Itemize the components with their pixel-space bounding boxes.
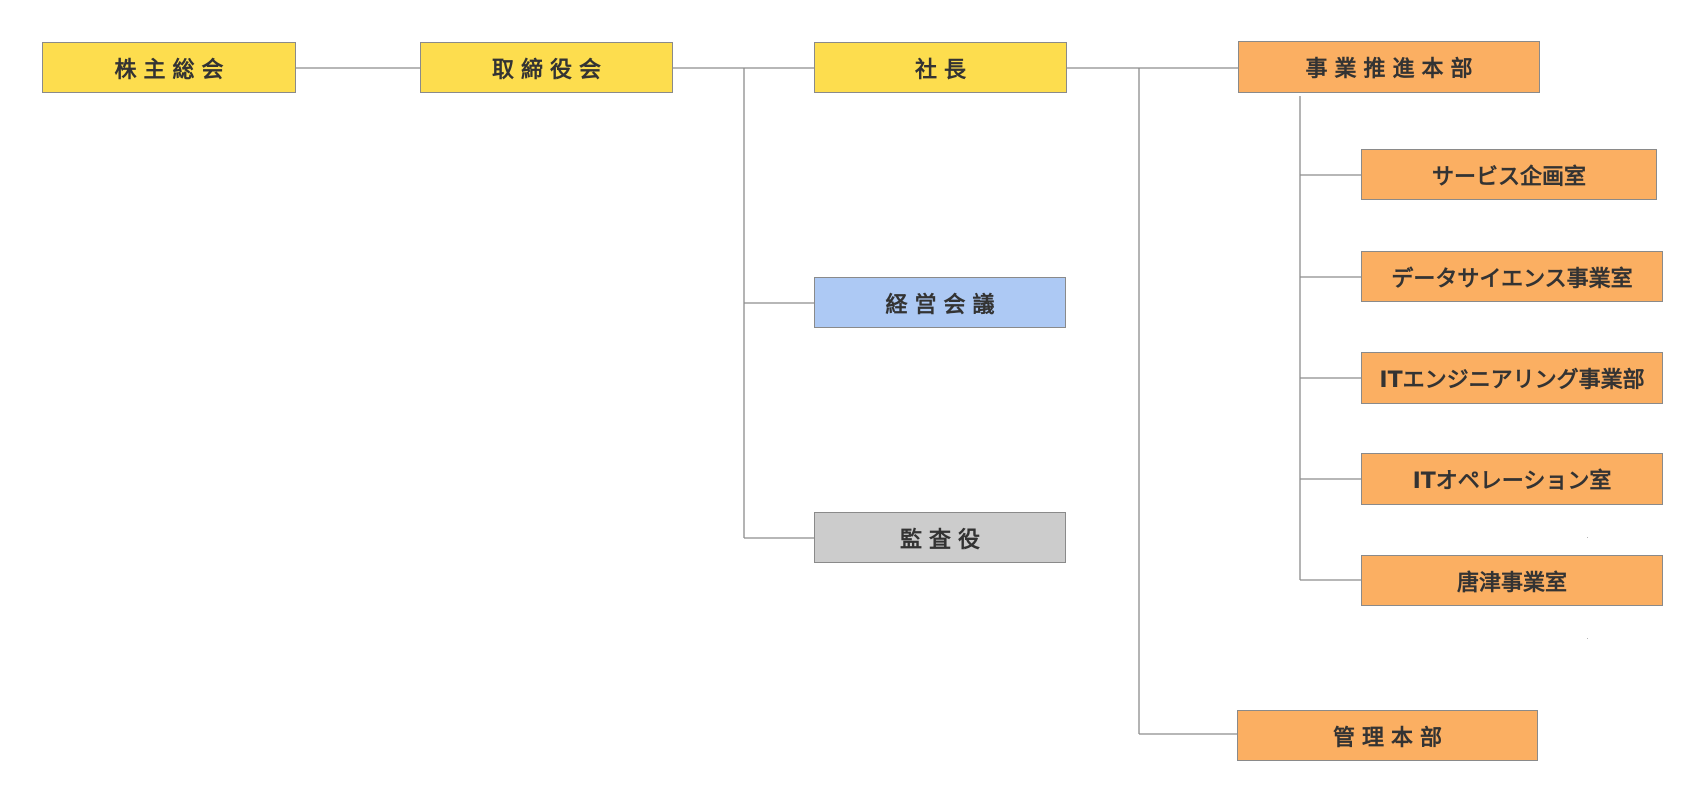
node-auditor[interactable]: 監査役 [814, 512, 1066, 563]
node-it-operations-office[interactable]: ITオペレーション室 [1361, 453, 1663, 505]
node-shareholders-meeting[interactable]: 株主総会 [42, 42, 296, 93]
node-data-science-office[interactable]: データサイエンス事業室 [1361, 251, 1663, 302]
node-board-of-directors[interactable]: 取締役会 [420, 42, 673, 93]
node-it-engineering-division[interactable]: ITエンジニアリング事業部 [1361, 352, 1663, 404]
node-president[interactable]: 社長 [814, 42, 1067, 93]
node-business-promotion-hq[interactable]: 事業推進本部 [1238, 41, 1540, 93]
node-karatsu-office[interactable]: 唐津事業室 [1361, 555, 1663, 606]
node-management-council[interactable]: 経営会議 [814, 277, 1066, 328]
stray-dot [1587, 537, 1588, 538]
stray-dot [1587, 638, 1588, 639]
node-service-planning-office[interactable]: サービス企画室 [1361, 149, 1657, 200]
node-administration-hq[interactable]: 管理本部 [1237, 710, 1538, 761]
